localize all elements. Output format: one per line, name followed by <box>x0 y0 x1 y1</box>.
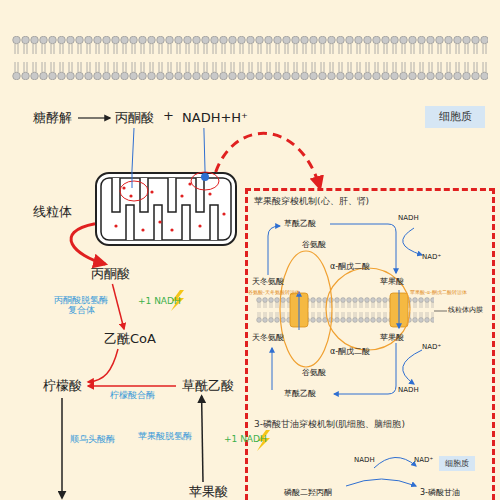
node-text: 乙酰CoA <box>104 331 156 347</box>
label-text: α-酮戊二酸 <box>330 347 370 357</box>
metabolite: 柠檬酸 <box>36 376 88 396</box>
label-text: 顺乌头酸酶 <box>70 434 115 445</box>
metabolite: NADH+H⁺ <box>178 108 252 128</box>
node-text: 糖酵解 <box>33 110 72 126</box>
metabolite: 丙酮酸 <box>110 108 158 128</box>
connector-arrow <box>88 385 176 387</box>
node-subtext: 3-磷酸甘油穿梭机制(肌细胞、脑细胞) <box>254 419 405 430</box>
label-text: 天冬氨酸 <box>252 333 284 343</box>
connector-arrow <box>216 133 320 188</box>
label-text: NAD⁺ <box>422 253 441 261</box>
label-text: 谷氨酸 <box>302 368 326 378</box>
edge-label: 苹果酸脱氢酶 <box>136 431 194 442</box>
node-text: 丙酮酸 <box>91 266 130 282</box>
label-text: + <box>163 108 174 124</box>
node-text: 细胞质 <box>445 459 469 469</box>
node-text: 细胞质 <box>439 110 472 123</box>
mitochondrion-art <box>101 172 231 240</box>
inner-membrane <box>256 297 434 323</box>
metabolite: 乙酰CoA <box>100 329 160 349</box>
connector-arrow <box>112 284 124 329</box>
transporter <box>290 293 308 327</box>
label-text: 苹果酸 <box>380 333 404 343</box>
label-text: 苹果酸 <box>380 277 404 287</box>
transporter <box>390 293 408 327</box>
cell-membrane <box>12 36 488 80</box>
shuttle-panel: 苹果酸穿梭机制(心、肝、肾) 3-磷酸甘油穿梭机制(肌细胞、脑细胞) 细胞质 <box>245 188 495 500</box>
label-text: NAD⁺ <box>422 343 441 351</box>
label-text: 谷氨酸-天冬氨酸转运体 <box>248 289 300 295</box>
process-text: 糖酵解 <box>26 108 78 128</box>
label-text: 苹果酸-α-酮戊二酸转运体 <box>410 289 467 295</box>
label-text: 草酰乙酸 <box>284 389 316 399</box>
connector-arrow <box>132 128 134 172</box>
label-text: 3-磷酸甘油 <box>420 488 460 498</box>
mitochondrion: 线粒体 <box>95 172 237 246</box>
label-text: NADH <box>398 214 419 222</box>
connector-arrow <box>71 224 105 264</box>
node-text: NADH+H⁺ <box>182 110 248 126</box>
edge-label: 柠檬酸合酶 <box>100 390 164 401</box>
metabolite: 草酰乙酸 <box>176 376 240 396</box>
label-text: 线粒体内膜 <box>448 306 483 314</box>
node-text: 苹果酸穿梭机制(心、肝、肾) <box>254 196 369 207</box>
node-text: 柠檬酸 <box>43 378 82 394</box>
metabolite: 苹果酸 <box>183 482 233 500</box>
leader-line <box>434 311 447 312</box>
label-text: +1 NADH <box>138 296 181 307</box>
connector-arrow <box>78 117 110 118</box>
node-text: 丙酮酸 <box>115 110 154 126</box>
connector-arrow <box>202 396 203 482</box>
label-text: +1 NADH <box>224 434 267 445</box>
node-text: 草酰乙酸 <box>182 378 234 394</box>
label-text: NADH <box>354 456 375 464</box>
region-tag: 细胞质 <box>425 106 485 128</box>
edge-label: 丙酮酸脱氢酶复合体 <box>52 295 110 317</box>
label-text: NAD⁺ <box>414 456 433 464</box>
node-text: 线粒体 <box>33 204 72 220</box>
label-text: 谷氨酸 <box>302 240 326 250</box>
connector-arrow <box>88 349 118 382</box>
region-tag: 细胞质 <box>439 456 475 471</box>
label-text: 磷酸二羟丙酮 <box>284 488 332 498</box>
metabolite: 丙酮酸 <box>86 264 134 284</box>
label-text: α-酮戊二酸 <box>330 262 370 272</box>
shuttle-arrows <box>268 224 422 486</box>
label-text: NADH <box>398 386 419 394</box>
cycle-arrow <box>61 398 63 498</box>
node-text: 苹果酸 <box>189 484 228 500</box>
connector-arrow <box>204 128 205 172</box>
label-text: 草酰乙酸 <box>284 219 316 229</box>
label-text: 天冬氨酸 <box>252 277 284 287</box>
